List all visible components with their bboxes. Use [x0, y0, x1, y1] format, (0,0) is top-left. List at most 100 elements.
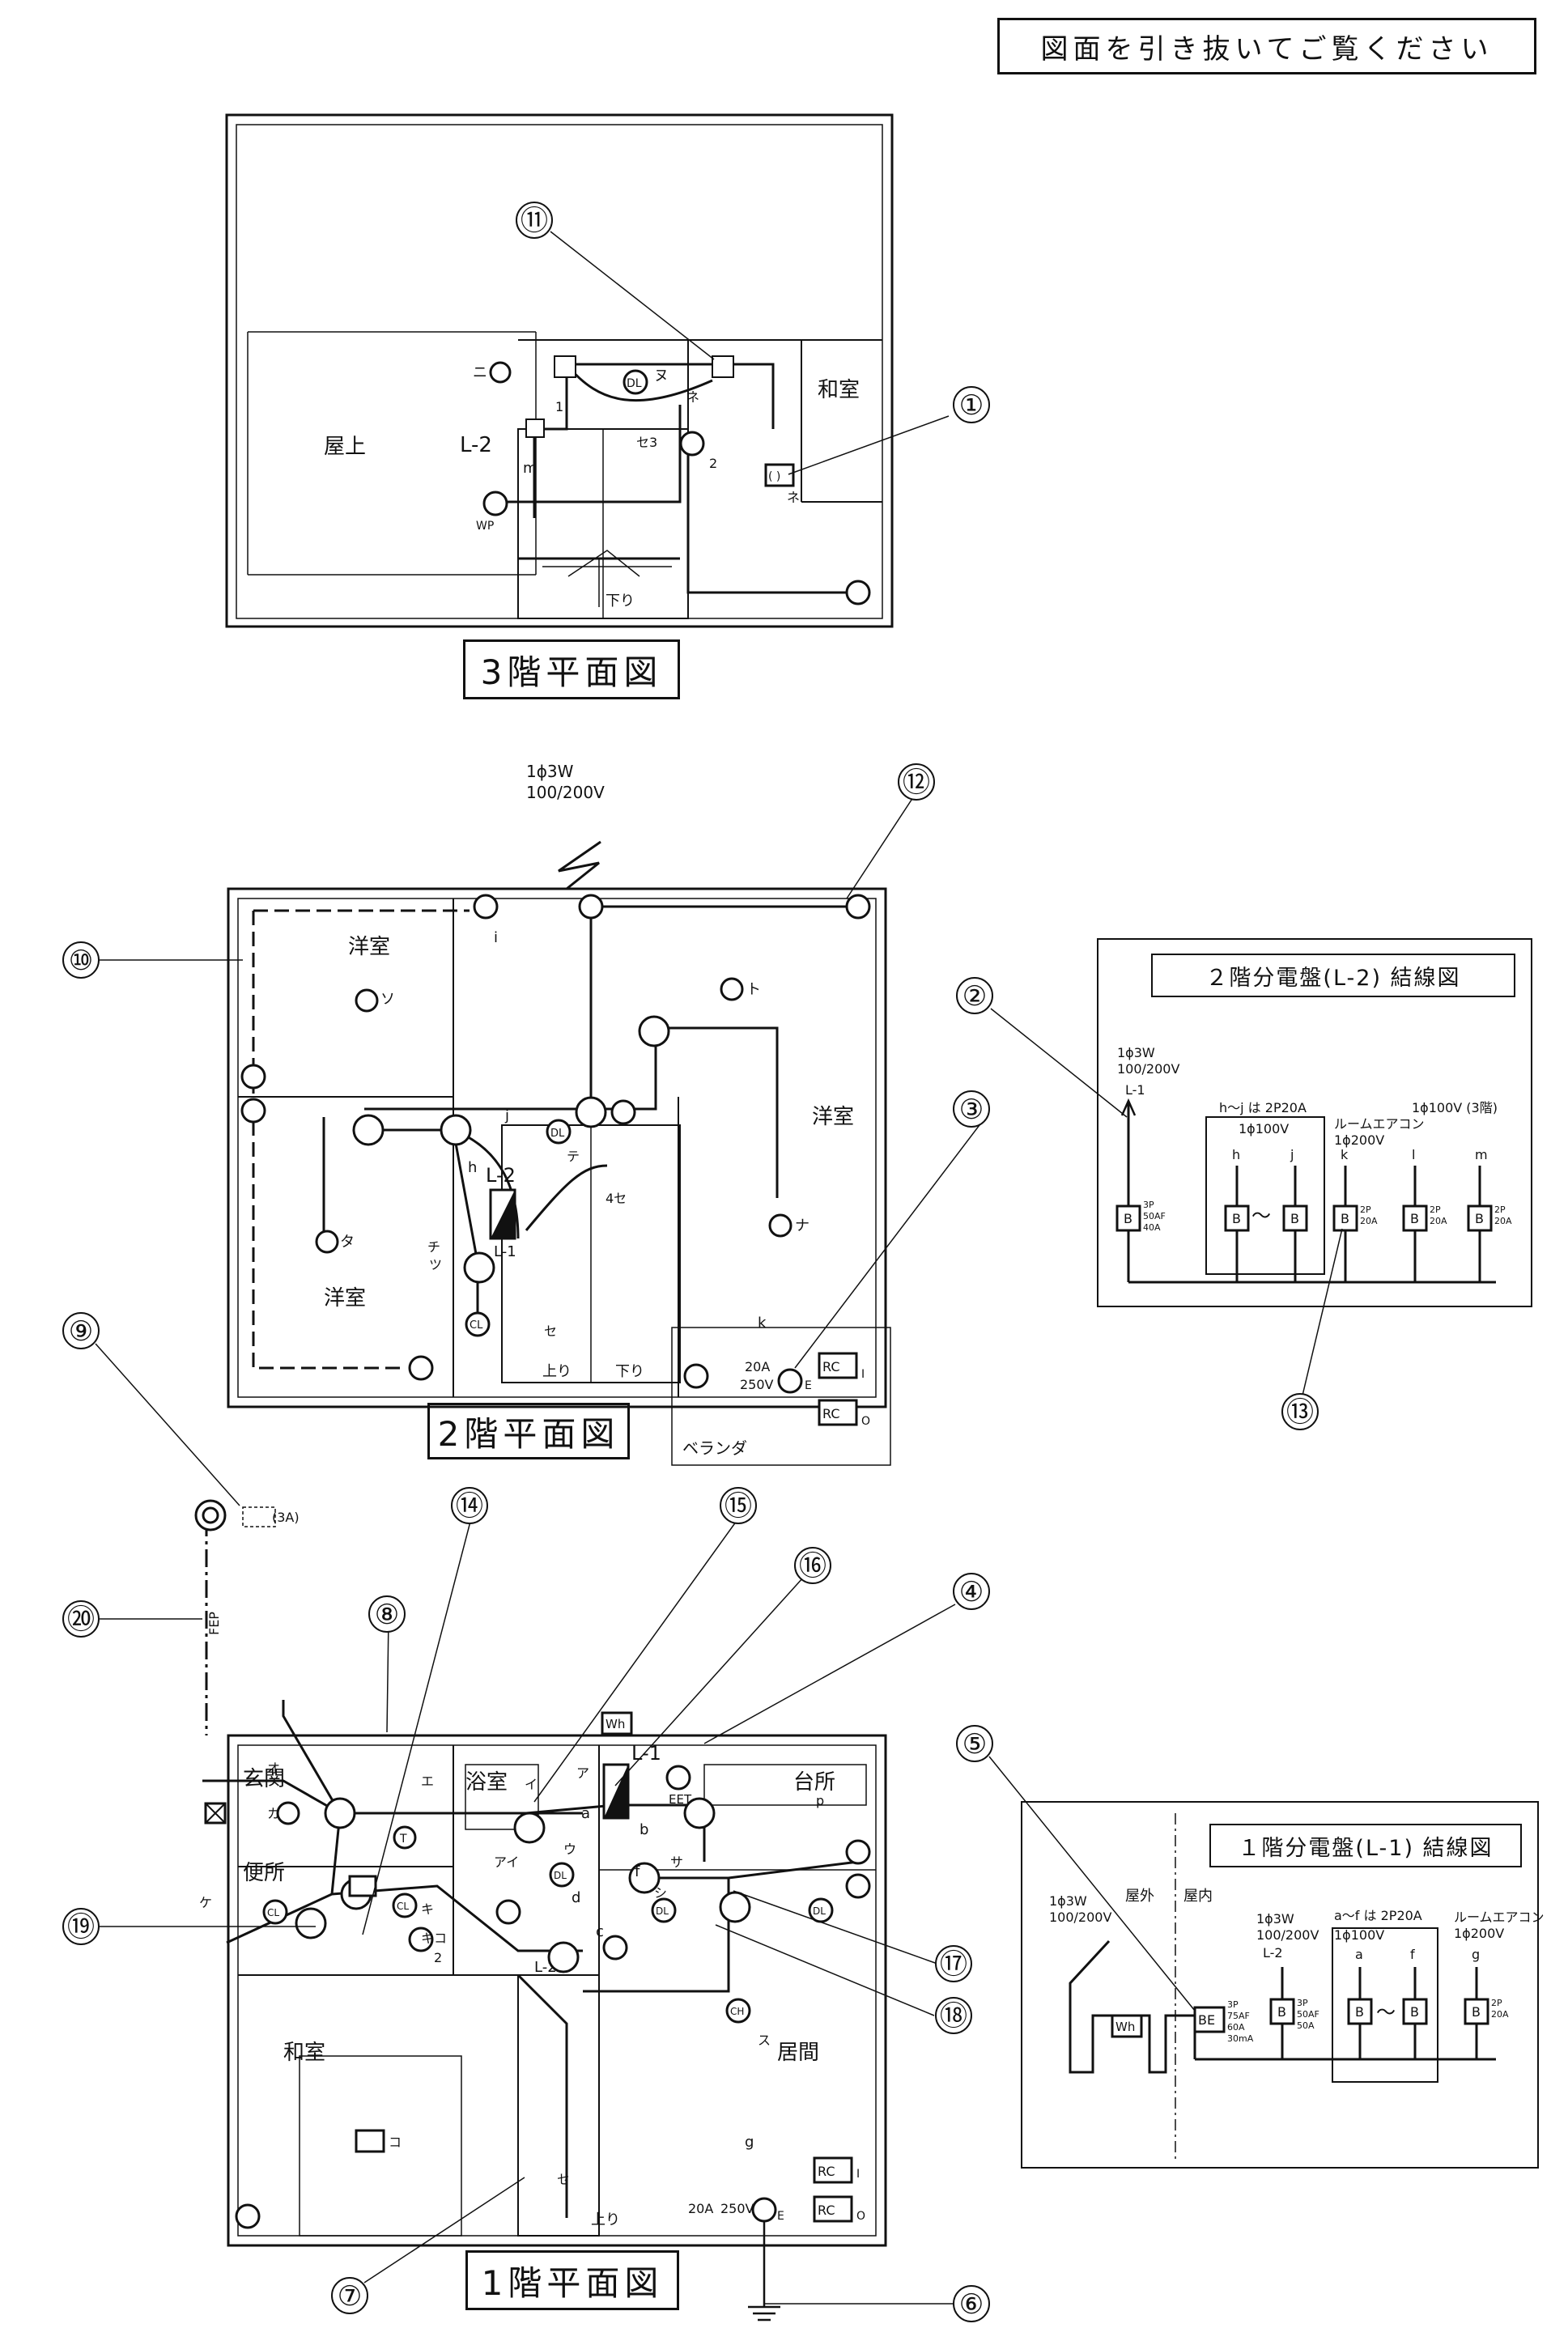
rc-i-2f: I [861, 1368, 865, 1381]
label-a-1f: a [581, 1805, 590, 1822]
aircon-outlet-2f [777, 1368, 803, 1394]
l2-source-from: L-1 [1125, 1082, 1145, 1098]
l2-k-spec-0: 2P [1360, 1204, 1371, 1215]
l2-main-breaker-label: B [1124, 1211, 1132, 1226]
supply-voltage-2f: 100/200V [526, 783, 605, 802]
downlight-bath-label: DL [554, 1870, 567, 1881]
l1-group-voltage: 1ϕ100V [1334, 1927, 1384, 1943]
clean-light-hall-icon [392, 1893, 418, 1918]
chandelier-label: CH [730, 2006, 744, 2017]
label-chi: チ [427, 1239, 440, 1255]
downlight-living-label: DL [813, 1905, 826, 1917]
panel-l1-2f-label: L-1 [494, 1243, 516, 1260]
rc-out-1f [813, 2195, 853, 2223]
ceiling-light-2f-b [440, 1114, 472, 1146]
outlet-2f-b [578, 894, 604, 920]
l1-circuit-f: f [1410, 1947, 1415, 1962]
clean-light-toilet-icon [262, 1899, 288, 1925]
rating-current-2f: 20A [745, 1359, 770, 1374]
callout-5-circle [956, 1725, 993, 1762]
downlight-bath-icon [549, 1862, 575, 1888]
kitchen-label: 台所 [793, 1770, 835, 1795]
lamp-3a-box [242, 1506, 276, 1527]
balcony-label: ベランダ [682, 1438, 747, 1458]
label-ke: ケ [199, 1895, 212, 1910]
callout-6-circle [953, 2285, 990, 2322]
l2-circuit-m: m [1475, 1147, 1488, 1162]
l2-tilde: ～ [1251, 1204, 1271, 1227]
l2-main-spec-0: 3P [1143, 1200, 1154, 1210]
label-so: ソ [380, 991, 395, 1008]
l1-main-spec-0: 3P [1227, 1999, 1239, 2010]
label-h-2f: h [468, 1159, 477, 1176]
l2-circuit-j: j [1290, 1147, 1294, 1162]
chandelier-icon [725, 1998, 751, 2024]
label-o: オ [267, 1761, 280, 1776]
outlet-2f-d [240, 1064, 266, 1090]
label-sa: サ [670, 1854, 683, 1870]
panel-l2-label-3f: L-2 [460, 433, 492, 457]
downlight-2f-icon [546, 1119, 572, 1145]
l1-l2-breaker-label: B [1277, 2004, 1286, 2020]
rc-out-2f-label: RC [822, 1406, 840, 1421]
l1-main-spec-2: 60A [1227, 2022, 1245, 2033]
panel-l2-diagram: 1ϕ3W 100/200V L-1 h～j は 2P20A 1ϕ100V ルーム… [1097, 938, 1532, 1307]
label-ni: ニ [473, 364, 487, 381]
watt-hour-meter-1f [601, 1711, 633, 1735]
l2-main-breaker [1115, 1204, 1141, 1232]
l1-g-spec-1: 20A [1491, 2009, 1509, 2020]
l1-l2-spec-0: 3P [1297, 1998, 1308, 2008]
callout-16-circle [794, 1547, 831, 1584]
rating-current-1f: 20A [688, 2201, 713, 2216]
label-ka: カ [267, 1806, 280, 1821]
eet-label: EET [669, 1792, 692, 1807]
ceiling-light-2f-e [463, 1251, 495, 1284]
ceiling-light-2f-d [575, 1096, 607, 1128]
floor2-title: 2階平面図 [427, 1403, 630, 1459]
l1-main-spec-1: 75AF [1227, 2011, 1250, 2021]
wp-outlet-icon [482, 491, 508, 516]
callout-10-circle [62, 941, 100, 979]
l2-breaker-j [1282, 1204, 1308, 1232]
l1-l2-spec-1: 50AF [1297, 2009, 1319, 2020]
l2-breaker-j-label: B [1290, 1211, 1299, 1226]
label-ko: コ [389, 2135, 402, 2150]
downlight-3f-icon [623, 369, 648, 395]
l1-outdoor: 屋外 [1125, 1888, 1154, 1905]
callout-16: ⑯ [799, 1550, 826, 1582]
callout-14: ⑭ [456, 1490, 483, 1523]
callout-3-circle [953, 1090, 990, 1128]
label-one-3f: 1 [555, 399, 563, 414]
wp-label: WP [476, 520, 494, 533]
supply-phase-2f: 1ϕ3W [526, 762, 574, 781]
floor3-title: 3階平面図 [463, 639, 680, 699]
l1-to-l2-phase: 1ϕ3W [1256, 1911, 1294, 1927]
callout-19-circle [62, 1908, 100, 1945]
l1-main-spec-3: 30mA [1227, 2033, 1254, 2044]
exterior-light-inner-icon [202, 1506, 219, 1524]
label-f-1f: f [635, 1863, 640, 1880]
label-ta: タ [340, 1234, 355, 1251]
callout-20-circle [62, 1600, 100, 1638]
outlet-kitchen-a [845, 1839, 871, 1865]
outlet-2f-a [473, 894, 499, 920]
l1-watt-hour-meter [1111, 2014, 1143, 2038]
outlet-3f-japanese-icon [845, 580, 871, 605]
l2-circuit-k: k [1341, 1147, 1349, 1162]
callout-1-circle [953, 386, 990, 423]
callout-11-circle [516, 202, 553, 239]
pendant-to-icon [720, 977, 744, 1001]
stairs-up-2f: 上り [542, 1363, 572, 1380]
l2-breaker-h-label: B [1232, 1211, 1241, 1226]
label-c-1f: c [596, 1923, 604, 1940]
outlet-hall-1f [408, 1927, 434, 1952]
l1-to-l2-label: L-2 [1263, 1945, 1283, 1961]
earth-e-1f: E [777, 2210, 784, 2223]
l2-group-voltage: 1ϕ100V [1239, 1121, 1289, 1136]
callout-1: ① [959, 389, 984, 422]
l1-l2-breaker [1269, 1998, 1295, 2025]
label-i-2f: i [494, 929, 498, 946]
downlight-kitchen-label: DL [656, 1905, 669, 1917]
floor1-plan: (3A) FEP 玄関 浴室 台所 便所 和室 居間 上り L-1 L-2 Wh… [194, 1499, 887, 2322]
ceiling-light-toilet [295, 1907, 327, 1939]
